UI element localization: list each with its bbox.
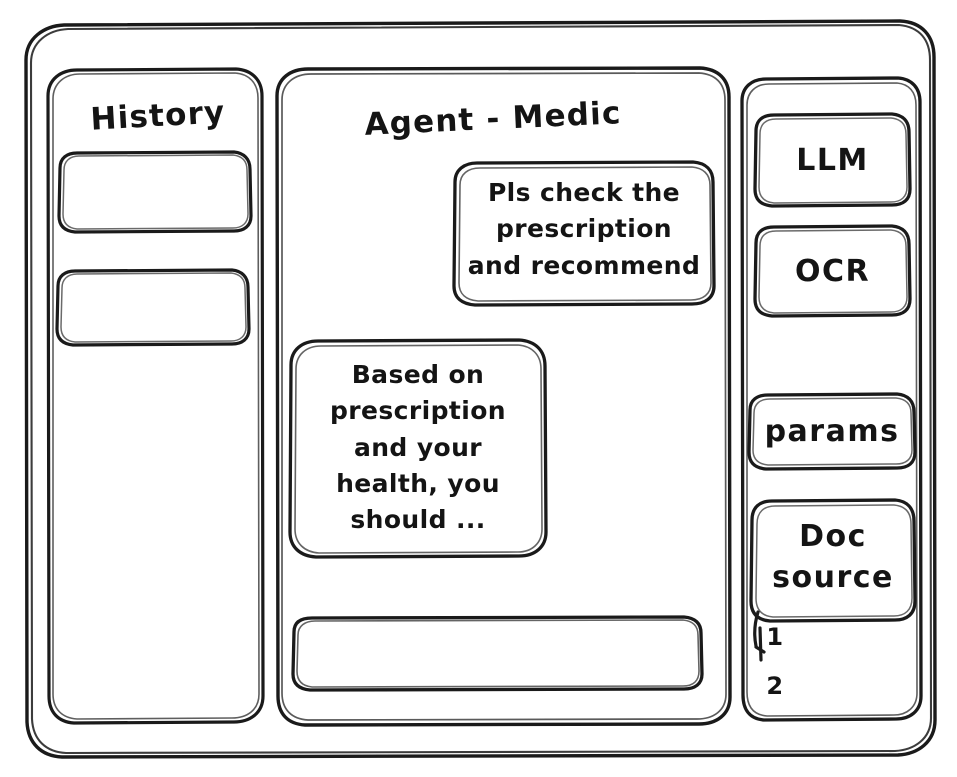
doc-source-item-2-label: 2 xyxy=(766,672,784,700)
doc-source-item-1-label: 1 xyxy=(766,623,784,651)
message-bubble-agent: Based on prescription and your health, y… xyxy=(290,340,546,557)
tool-button-params-label: params xyxy=(764,414,900,449)
composer-input[interactable] xyxy=(293,617,702,690)
tool-button-ocr-label: OCR xyxy=(794,254,871,289)
tool-button-doc-source[interactable]: Doc source xyxy=(751,500,915,621)
history-item-2[interactable] xyxy=(57,270,250,345)
tool-button-doc-source-label: Doc source xyxy=(772,519,894,595)
tool-button-llm[interactable]: LLM xyxy=(755,114,910,206)
sidebar-title: History xyxy=(89,94,227,138)
message-user-text: Pls check the prescription and recommend xyxy=(467,178,701,280)
tool-button-ocr[interactable]: OCR xyxy=(755,226,910,316)
tool-button-llm-label: LLM xyxy=(796,143,869,178)
doc-source-item-1[interactable]: 1 xyxy=(752,616,798,654)
message-agent-text: Based on prescription and your health, y… xyxy=(330,360,506,534)
main-panel-title: Agent - Medic xyxy=(363,95,623,143)
history-item-1[interactable] xyxy=(58,152,252,232)
doc-source-item-2[interactable]: 2 xyxy=(752,665,798,705)
tool-button-params[interactable]: params xyxy=(749,394,915,469)
message-bubble-user: Pls check the prescription and recommend xyxy=(454,162,714,305)
